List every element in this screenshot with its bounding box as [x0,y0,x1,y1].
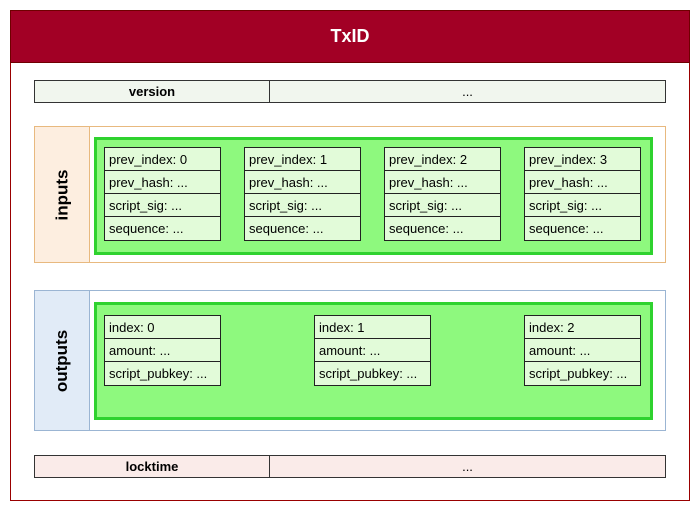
output-index: index: 1 [315,316,430,339]
inputs-side-label: inputs [35,127,90,262]
input-sequence: sequence: ... [529,221,604,236]
txid-title-bar: TxID [10,10,690,63]
output-record: index: 0 amount: ... script_pubkey: ... [104,315,221,386]
input-prev-index: prev_index: 2 [385,148,500,171]
input-script-sig: script_sig: ... [105,194,220,217]
input-prev-index: prev_index: 0 [105,148,220,171]
input-record: prev_index: 3 prev_hash: ... script_sig:… [524,147,641,241]
locktime-key: locktime [35,456,270,477]
output-index: index: 2 [525,316,640,339]
input-record: prev_index: 2 prev_hash: ... script_sig:… [384,147,501,241]
outputs-section: outputs index: 0 amount: ... script_pubk… [34,290,666,431]
input-prev-index: prev_index: 1 [245,148,360,171]
output-amount: amount: ... [525,339,640,362]
output-amount: amount: ... [315,339,430,362]
output-record: index: 2 amount: ... script_pubkey: ... [524,315,641,386]
txid-title: TxID [330,26,370,46]
input-script-sig: script_sig: ... [385,194,500,217]
outputs-side-label: outputs [35,291,90,430]
input-sequence: sequence: ... [109,221,184,236]
inputs-label: inputs [52,169,71,220]
input-prev-index: prev_index: 3 [525,148,640,171]
input-record: prev_index: 1 prev_hash: ... script_sig:… [244,147,361,241]
version-value: ... [462,84,473,99]
output-script-pubkey: script_pubkey: ... [109,366,208,381]
inputs-container: prev_index: 0 prev_hash: ... script_sig:… [94,137,653,255]
output-index: index: 0 [105,316,220,339]
input-prev-hash: prev_hash: ... [385,171,500,194]
output-script-pubkey: script_pubkey: ... [529,366,628,381]
input-prev-hash: prev_hash: ... [105,171,220,194]
input-script-sig: script_sig: ... [525,194,640,217]
output-script-pubkey: script_pubkey: ... [319,366,418,381]
input-script-sig: script_sig: ... [245,194,360,217]
output-record: index: 1 amount: ... script_pubkey: ... [314,315,431,386]
input-prev-hash: prev_hash: ... [245,171,360,194]
input-sequence: sequence: ... [389,221,464,236]
input-sequence: sequence: ... [249,221,324,236]
outputs-container: index: 0 amount: ... script_pubkey: ... … [94,302,653,420]
version-row: version ... [34,80,666,103]
outputs-label: outputs [52,329,72,392]
version-key: version [35,81,270,102]
locktime-value: ... [462,459,473,474]
input-prev-hash: prev_hash: ... [525,171,640,194]
input-record: prev_index: 0 prev_hash: ... script_sig:… [104,147,221,241]
locktime-row: locktime ... [34,455,666,478]
inputs-section: inputs prev_index: 0 prev_hash: ... scri… [34,126,666,263]
output-amount: amount: ... [105,339,220,362]
